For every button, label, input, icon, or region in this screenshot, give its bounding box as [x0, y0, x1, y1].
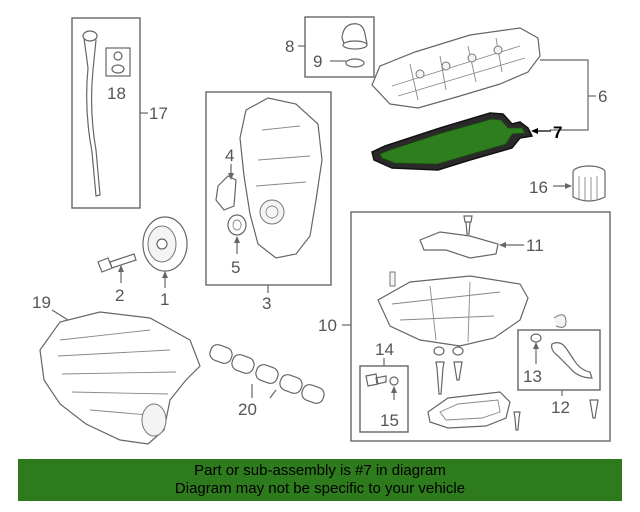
banner-line-2: Diagram may not be specific to your vehi…	[174, 480, 466, 497]
oil-pan-stud	[389, 271, 396, 287]
callout-4: 4	[225, 146, 234, 165]
callout-3: 3	[262, 294, 271, 313]
seal-ring-lower	[111, 64, 125, 74]
leader-16-arrow	[565, 183, 572, 189]
callout-16: 16	[529, 178, 548, 197]
oil-level-sensor	[551, 342, 593, 379]
callout-19: 19	[32, 293, 51, 312]
callout-8: 8	[285, 37, 294, 56]
leader-2-arrow	[118, 265, 124, 272]
valve-cover-ribs	[391, 37, 526, 101]
timing-cover-seal-bore	[259, 199, 285, 225]
pulley-bolt	[97, 253, 137, 273]
baffle-bolt	[463, 215, 473, 235]
callout-18: 18	[107, 84, 126, 103]
intake-manifold	[39, 311, 201, 445]
callout-5: 5	[231, 258, 240, 277]
callout-2: 2	[115, 286, 124, 305]
leader-7-arrow	[531, 128, 538, 134]
timing-cover-ribs	[255, 125, 311, 187]
leader-20b	[269, 389, 277, 399]
oil-cap-base	[342, 40, 368, 50]
drain-plug	[365, 373, 387, 387]
callout-17: 17	[149, 104, 168, 123]
seal-ring-upper	[113, 51, 123, 61]
banner-line-1: Part or sub-assembly is #7 in diagram	[194, 462, 446, 479]
callout-13: 13	[523, 367, 542, 386]
callout-15: 15	[380, 411, 399, 430]
leader-1-arrow	[162, 271, 168, 278]
oil-pan-plug-2	[452, 346, 464, 356]
leader-19	[51, 309, 69, 321]
front-crank-seal-inner	[232, 219, 242, 231]
valve-cover-port-2	[441, 61, 451, 71]
leader-6	[540, 59, 589, 131]
dipstick-tube	[83, 34, 101, 197]
callout-9: 9	[313, 52, 322, 71]
dipstick-box	[71, 17, 141, 209]
leader-15-arrow	[391, 386, 397, 393]
upper-oil-pan-ribs	[391, 281, 501, 343]
upper-oil-pan	[377, 275, 529, 347]
sensor-o-ring	[530, 333, 542, 343]
lower-oil-pan-inner	[439, 399, 501, 421]
oil-pan-clip	[553, 314, 567, 328]
callout-14: 14	[375, 340, 394, 359]
oil-cap-box	[304, 16, 375, 78]
valve-cover-port-3	[467, 53, 477, 63]
valve-cover-port-1	[415, 69, 425, 79]
oil-level-sensor-box	[517, 329, 601, 391]
oil-pan-bolt-short	[453, 361, 463, 381]
leader-5-arrow	[234, 236, 240, 243]
callout-11: 11	[526, 236, 544, 255]
callout-1: 1	[160, 290, 169, 309]
lower-oil-pan	[427, 391, 511, 429]
front-crank-seal	[227, 214, 247, 236]
leader-4-arrow	[228, 173, 234, 180]
oil-pan-box	[350, 211, 611, 442]
timing-gasket	[215, 175, 237, 211]
crank-pulley-hub	[156, 238, 168, 250]
drain-plug-washer	[389, 376, 399, 386]
timing-cover	[239, 97, 323, 259]
oil-cap-seal	[345, 58, 365, 68]
throttle-body	[141, 403, 167, 437]
callout-7: 7	[553, 123, 562, 142]
callout-10: 10	[318, 316, 337, 335]
intake-gaskets	[209, 344, 325, 404]
dipstick-handle	[82, 30, 98, 42]
valve-cover-port-4	[493, 45, 503, 55]
lower-pan-bolt	[513, 411, 521, 431]
timing-cover-inner	[265, 205, 279, 219]
callout-12: 12	[551, 398, 570, 417]
info-banner: Part or sub-assembly is #7 in diagram Di…	[18, 459, 622, 501]
leader-13-arrow	[533, 342, 539, 349]
oil-pan-baffle	[419, 231, 499, 259]
callout-20: 20	[238, 400, 257, 419]
oil-pan-bolt-long	[435, 361, 445, 395]
valve-cover	[371, 27, 541, 109]
leader-11-arrow	[499, 242, 506, 248]
sensor-bolt	[589, 399, 599, 419]
oil-filter-body	[572, 172, 606, 202]
oil-filter-ribs	[578, 176, 598, 201]
valve-cover-gasket-highlight	[379, 118, 526, 165]
oil-pan-plug-1	[433, 346, 445, 356]
intake-runners	[57, 329, 177, 417]
callout-6: 6	[598, 87, 607, 106]
